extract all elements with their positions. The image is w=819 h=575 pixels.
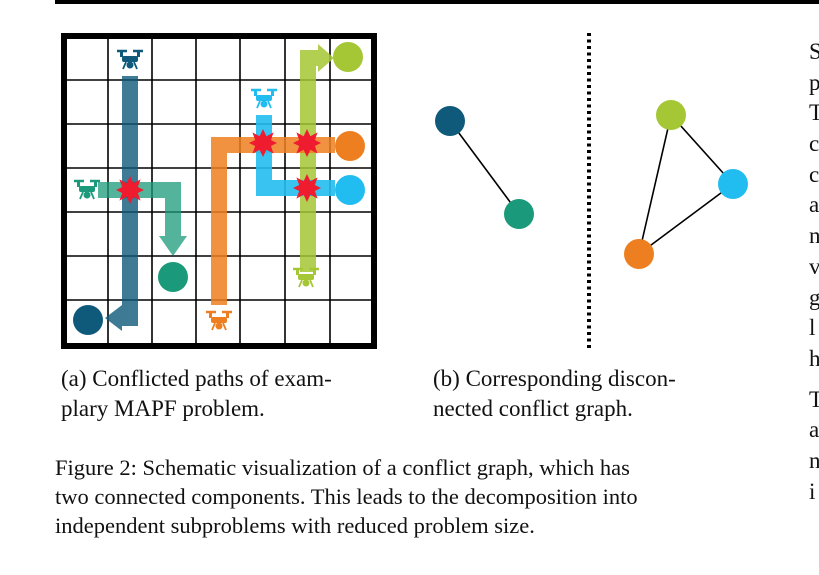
graph-node-teal: [504, 199, 534, 229]
text-fragment: [809, 375, 819, 385]
figure-caption: Figure 2: Schematic visualization of a c…: [55, 453, 757, 540]
text-fragment: n: [809, 447, 819, 473]
text-fragment: i: [809, 478, 816, 504]
subfigure-b-caption-line: nected conflict graph.: [433, 396, 633, 421]
subfigure-a-caption-line: plary MAPF problem.: [61, 396, 265, 421]
text-fragment: g: [809, 284, 819, 310]
figure-caption-line: Figure 2: Schematic visualization of a c…: [55, 455, 630, 480]
subfigure-b-caption-line: (b) Corresponding discon-: [433, 366, 676, 391]
subfigure-b-caption: (b) Corresponding discon- nected conflic…: [433, 364, 753, 424]
text-fragment: c: [809, 161, 819, 187]
path-orange: [211, 137, 335, 305]
subfigure-a-caption-line: (a) Conflicted paths of exam-: [61, 366, 332, 391]
graph-node-lime: [656, 100, 686, 130]
figure-caption-line: two connected components. This leads to …: [55, 484, 638, 509]
goal-lime: [333, 42, 363, 72]
figure-caption-line: independent subproblems with reduced pro…: [55, 513, 535, 538]
text-fragment: c: [809, 131, 819, 157]
conflict-burst-icon: [249, 129, 277, 157]
graph-node-cyan: [718, 169, 748, 199]
text-fragment: T: [809, 100, 819, 126]
text-fragment: a: [809, 417, 819, 443]
text-fragment: h: [809, 345, 819, 371]
right-column-text: S p T c c a n v g l h T a n i: [809, 37, 819, 507]
goal-dark-blue: [73, 305, 103, 335]
text-fragment: n: [809, 223, 819, 249]
graph-node-dark-blue: [435, 106, 465, 136]
conflict-burst-icon: [116, 176, 144, 204]
graph-node-orange: [624, 239, 654, 269]
goal-orange: [335, 131, 365, 161]
text-fragment: S: [809, 39, 819, 64]
text-fragment: v: [809, 253, 819, 279]
text-fragment: l: [809, 315, 816, 341]
goal-teal: [158, 262, 188, 292]
path-dark-blue: [105, 76, 138, 331]
text-fragment: T: [809, 386, 819, 412]
text-fragment: a: [809, 192, 819, 218]
conflict-graph: [435, 100, 748, 269]
subfigure-a-caption: (a) Conflicted paths of exam- plary MAPF…: [61, 364, 391, 424]
text-fragment: p: [809, 69, 819, 95]
figure-2: [61, 33, 748, 349]
top-rule: [55, 0, 819, 4]
conflict-burst-icon: [293, 129, 321, 157]
path-lime: [300, 44, 334, 272]
goal-cyan: [335, 175, 365, 205]
conflict-burst-icon: [293, 174, 321, 202]
